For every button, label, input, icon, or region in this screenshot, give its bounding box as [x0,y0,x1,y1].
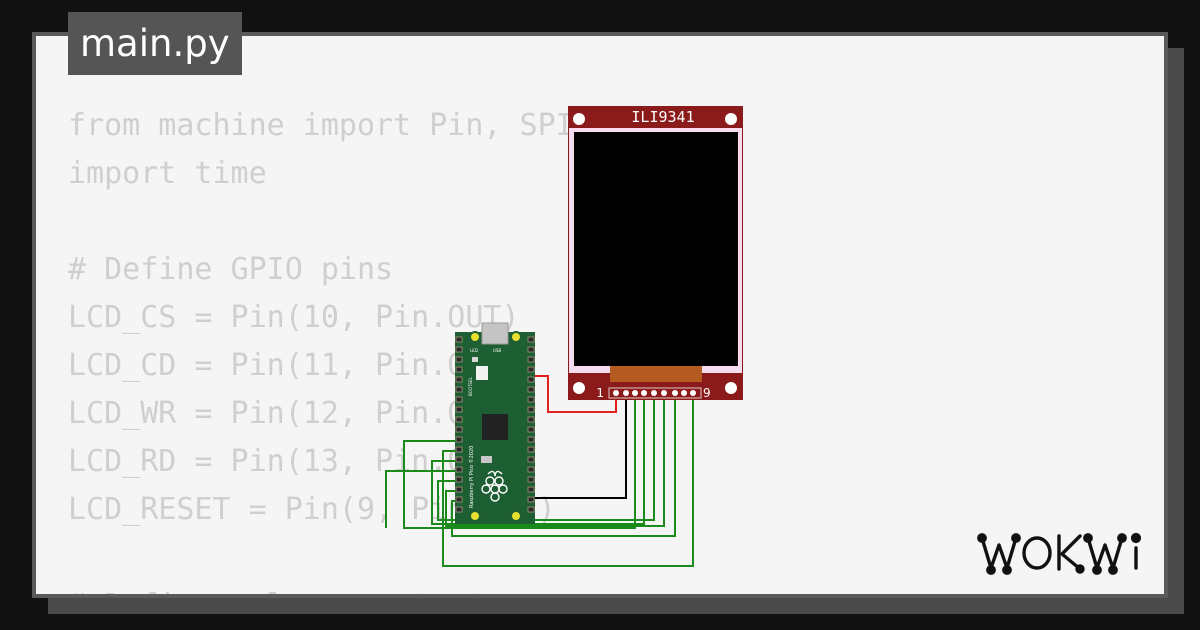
usb-connector [481,322,509,345]
pico-pin[interactable] [455,396,463,403]
pico-pin[interactable] [455,486,463,493]
pico-pin[interactable] [455,476,463,483]
wire-green[interactable] [442,393,694,567]
wire-green[interactable] [403,393,636,529]
rp2040-chip [482,414,508,440]
code-block: from machine import Pin, SPI import time #… [68,102,574,594]
pico-pin[interactable] [527,486,535,493]
mounting-hole [725,113,737,125]
pico-pin[interactable] [455,436,463,443]
pico-pins-left [455,336,463,513]
wire-green[interactable] [385,470,458,528]
code-line: LCD_CS = Pin(10, Pin.OUT) [68,300,520,335]
crystal [481,456,492,463]
pico-pin[interactable] [527,416,535,423]
display-pin[interactable] [672,390,678,396]
pico-pin[interactable] [527,396,535,403]
pico-pin[interactable] [527,476,535,483]
file-tab[interactable]: main.py [68,12,242,75]
mounting-hole [510,510,522,522]
display-screen [574,132,738,366]
pin-last-label: 9 [703,386,711,400]
display-pin[interactable] [690,390,696,396]
pico-pin[interactable] [527,336,535,343]
pico-pin[interactable] [455,406,463,413]
pico-pin[interactable] [455,356,463,363]
bootsel-label: BOOTSEL [468,377,473,396]
pico-pin[interactable] [455,416,463,423]
bootsel-button[interactable] [476,366,488,380]
pico-pin[interactable] [455,446,463,453]
wokwi-logo-icon [977,532,1142,575]
code-line: # Define color constants [68,582,574,594]
pico-pin[interactable] [527,456,535,463]
code-line: import time [68,156,267,191]
wire-red[interactable] [528,375,617,413]
display-pins [613,390,696,396]
display-pin[interactable] [632,390,638,396]
pin-first-label: 1 [596,386,604,400]
pico-pin[interactable] [455,456,463,463]
board-label: Raspberry Pi Pico ©2020 [468,446,475,508]
mounting-hole [469,510,481,522]
mounting-hole [573,113,585,125]
wire-green[interactable] [437,393,655,521]
pico-pin[interactable] [527,436,535,443]
pico-pin[interactable] [527,406,535,413]
code-line: from machine import Pin, SPI [68,108,574,143]
raspberry-pi-pico[interactable]: LED USB BOOTSEL Raspberry Pi Pico ©2020 [455,322,535,524]
mounting-hole [510,331,522,343]
pico-pin[interactable] [455,386,463,393]
wire-green[interactable] [451,393,676,537]
mounting-hole [573,382,585,394]
display-pin[interactable] [651,390,657,396]
display-pin[interactable] [641,390,647,396]
pico-pin[interactable] [455,506,463,513]
display-pin[interactable] [623,390,629,396]
pico-pin[interactable] [527,426,535,433]
pico-pin[interactable] [455,466,463,473]
pico-pin[interactable] [527,366,535,373]
pico-pin[interactable] [527,466,535,473]
pico-pin[interactable] [455,426,463,433]
wires [385,375,694,567]
pico-pin[interactable] [527,506,535,513]
pico-pin[interactable] [455,496,463,503]
wire-black[interactable] [528,393,627,499]
mounting-hole [725,382,737,394]
pico-pin[interactable] [527,446,535,453]
display-pin[interactable] [661,390,667,396]
wire-green[interactable] [431,393,645,525]
pico-pin[interactable] [455,366,463,373]
wire-green[interactable] [445,393,665,527]
display-pin[interactable] [613,390,619,396]
ili9341-display[interactable]: ILI9341 1 9 [568,106,743,400]
pico-pin[interactable] [527,376,535,383]
code-line: # Define GPIO pins [68,252,394,287]
raspberry-logo-icon [481,470,508,502]
pico-pin[interactable] [527,496,535,503]
usb-label: USB [493,348,501,353]
display-label: ILI9341 [631,108,694,126]
onboard-led [472,357,478,362]
editor-canvas: from machine import Pin, SPI import time #… [36,36,1164,594]
display-pin[interactable] [681,390,687,396]
pico-pin[interactable] [527,346,535,353]
wokwi-logo: WOKWI [976,528,1152,580]
mounting-hole [469,331,481,343]
pico-pins-right [527,336,535,513]
pico-pin[interactable] [455,376,463,383]
pico-pin[interactable] [527,386,535,393]
display-flex-cable [610,366,702,382]
pico-pin[interactable] [455,336,463,343]
pico-pin[interactable] [527,356,535,363]
pico-pin[interactable] [455,346,463,353]
led-label: LED [470,348,478,353]
